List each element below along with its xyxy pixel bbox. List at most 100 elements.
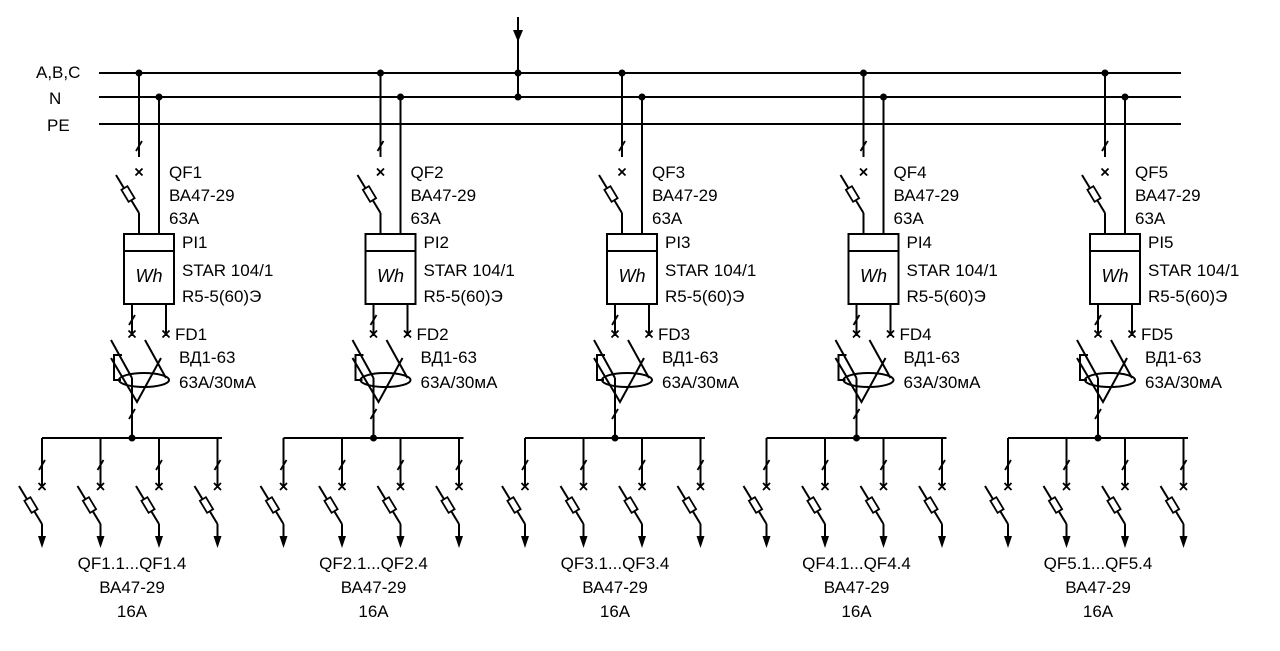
- meter-symbol: Wh: [136, 266, 163, 286]
- breaker-hash-mark: [618, 140, 626, 152]
- outgoing-breaker-3: [859, 438, 888, 548]
- outgoing-breaker-1: [18, 438, 47, 548]
- rcd-rating: 63А/30мА: [179, 373, 257, 392]
- distribution-junction: [370, 434, 377, 442]
- outgoing-names: QF4.1...QF4.4: [802, 554, 911, 573]
- outgoing-breaker-3: [376, 438, 405, 548]
- rcd-rating: 63А/30мА: [662, 373, 740, 392]
- breaker-name: QF1: [169, 163, 202, 182]
- rcd-phase-contact: [1093, 329, 1103, 339]
- breaker-name: QF2: [411, 163, 444, 182]
- breaker-hash-mark: [135, 140, 143, 152]
- meter-spec: R5-5(60)Э: [665, 287, 744, 306]
- rcd-name: FD1: [175, 325, 207, 344]
- rcd-model: ВД1-63: [904, 348, 961, 367]
- rcd-model: ВД1-63: [1145, 348, 1202, 367]
- energy-meter-box: [847, 233, 900, 305]
- meter-out-hash-mark: [852, 314, 861, 326]
- outgoing-breaker-4: [1159, 438, 1188, 548]
- meter-model: STAR 104/1: [1148, 261, 1239, 280]
- distribution-junction: [128, 434, 136, 442]
- rcd-symbol: [593, 339, 653, 405]
- meter-symbol: Wh: [377, 266, 404, 286]
- outgoing-names: QF2.1...QF2.4: [319, 554, 428, 573]
- rcd-name: FD5: [1141, 325, 1173, 344]
- incoming-junction-abc: [514, 69, 522, 77]
- meter-name: PI3: [665, 233, 691, 252]
- outgoing-breaker-1: [742, 438, 771, 548]
- distribution-junction: [611, 434, 619, 442]
- meter-spec: R5-5(60)Э: [182, 287, 261, 306]
- rcd-model: ВД1-63: [421, 348, 478, 367]
- outgoing-breaker-4: [435, 438, 464, 548]
- rcd-neutral-contact: [644, 329, 654, 339]
- breaker-contact-mark: [134, 167, 144, 177]
- meter-spec: R5-5(60)Э: [907, 287, 986, 306]
- bus-abc-label: A,B,C: [36, 63, 80, 82]
- energy-meter-box: [364, 233, 417, 305]
- meter-name: PI2: [424, 233, 450, 252]
- outgoing-breaker-2: [559, 438, 588, 548]
- outgoing-rating: 16А: [358, 602, 389, 621]
- rcd-symbol: [110, 339, 170, 405]
- breaker-rating: 63А: [1135, 209, 1166, 228]
- rcd-out-hash-mark: [611, 408, 619, 420]
- meter-symbol: Wh: [860, 266, 887, 286]
- meter-out-hash-mark: [1094, 314, 1102, 326]
- rcd-phase-contact: [610, 329, 620, 339]
- rcd-model: ВД1-63: [179, 348, 236, 367]
- rcd-phase-contact: [852, 329, 861, 339]
- rcd-symbol: [834, 339, 895, 405]
- outgoing-breaker-4: [918, 438, 947, 548]
- main-breaker-symbol: [1081, 174, 1106, 214]
- rcd-phase-contact: [127, 329, 137, 339]
- breaker-contact-mark: [1100, 167, 1110, 177]
- breaker-hash-mark: [376, 140, 385, 152]
- rcd-rating: 63А/30мА: [904, 373, 982, 392]
- meter-symbol: Wh: [619, 266, 646, 286]
- rcd-phase-contact: [369, 329, 378, 339]
- breaker-name: QF3: [652, 163, 685, 182]
- rcd-neutral-contact: [403, 329, 412, 339]
- breaker-hash-mark: [859, 140, 868, 152]
- breaker-contact-mark: [617, 167, 627, 177]
- rcd-neutral-contact: [886, 329, 895, 339]
- outgoing-model: ВА47-29: [99, 578, 165, 597]
- rcd-out-hash-mark: [128, 408, 136, 420]
- breaker-rating: 63А: [169, 209, 200, 228]
- meter-spec: R5-5(60)Э: [424, 287, 503, 306]
- outgoing-breaker-4: [676, 438, 705, 548]
- breaker-model: ВА47-29: [169, 186, 235, 205]
- outgoing-breaker-3: [618, 438, 647, 548]
- outgoing-model: ВА47-29: [341, 578, 407, 597]
- rcd-symbol: [1076, 339, 1136, 405]
- outgoing-breaker-2: [76, 438, 105, 548]
- meter-model: STAR 104/1: [424, 261, 515, 280]
- energy-meter-box: [1089, 233, 1141, 305]
- energy-meter-box: [123, 233, 175, 305]
- outgoing-rating: 16А: [117, 602, 148, 621]
- distribution-junction: [853, 434, 860, 442]
- incoming-arrow: [513, 30, 523, 42]
- outgoing-breaker-3: [135, 438, 164, 548]
- outgoing-rating: 16А: [1083, 602, 1114, 621]
- breaker-name: QF5: [1135, 163, 1168, 182]
- outgoing-breaker-2: [318, 438, 347, 548]
- breaker-model: ВА47-29: [894, 186, 960, 205]
- outgoing-breaker-1: [501, 438, 530, 548]
- breaker-rating: 63А: [652, 209, 683, 228]
- breaker-contact-mark: [376, 167, 385, 177]
- meter-name: PI1: [182, 233, 208, 252]
- outgoing-breaker-2: [1042, 438, 1071, 548]
- outgoing-rating: 16А: [841, 602, 872, 621]
- meter-model: STAR 104/1: [907, 261, 998, 280]
- meter-out-hash-mark: [611, 314, 619, 326]
- outgoing-breaker-3: [1101, 438, 1130, 548]
- outgoing-model: ВА47-29: [1065, 578, 1131, 597]
